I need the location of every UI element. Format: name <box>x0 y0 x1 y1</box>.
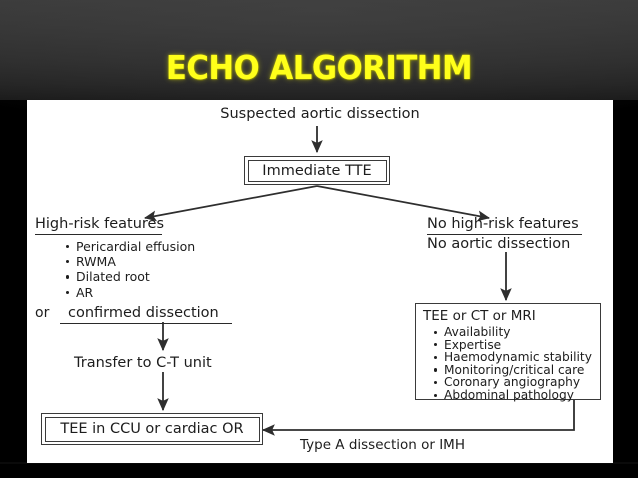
start-label: Suspected aortic dissection <box>220 106 420 122</box>
right-branch-heading-underline <box>427 234 582 236</box>
left-branch-heading-underline <box>35 234 162 236</box>
tee-ct-mri-bullets: Availability Expertise Haemodynamic stab… <box>432 326 592 402</box>
left-branch-heading: High-risk features <box>35 216 165 232</box>
tee-ct-mri-title: TEE or CT or MRI <box>423 308 536 324</box>
list-item: Dilated root <box>64 269 195 284</box>
transfer-step-label: Transfer to C-T unit <box>74 355 212 371</box>
flowchart-panel: Suspected aortic dissection Immediate TT… <box>27 100 613 463</box>
immediate-tte-box: Immediate TTE <box>244 156 390 185</box>
tee-ct-mri-box: TEE or CT or MRI Availability Expertise … <box>415 303 601 402</box>
flowchart-content: Suspected aortic dissection Immediate TT… <box>27 100 613 463</box>
list-item: Haemodynamic stability <box>432 351 592 364</box>
page-title: ECHO ALGORITHM <box>165 48 473 87</box>
slide-bottom-edge <box>0 462 638 464</box>
list-item: Abdominal pathology <box>432 389 592 402</box>
right-branch-subheading: No aortic dissection <box>427 236 571 252</box>
list-item: RWMA <box>64 254 195 269</box>
list-item: AR <box>64 285 195 300</box>
left-branch-bullets: Pericardial effusion RWMA Dilated root A… <box>64 239 195 300</box>
list-item: Availability <box>432 326 592 339</box>
list-item: Expertise <box>432 338 592 352</box>
or-prefix-label: or <box>35 305 50 321</box>
list-item: Pericardial effusion <box>64 239 195 254</box>
final-outcome-label: TEE in CCU or cardiac OR <box>60 421 244 437</box>
right-branch-heading: No high-risk features <box>427 216 579 232</box>
immediate-tte-label: Immediate TTE <box>262 162 372 179</box>
return-edge-label: Type A dissection or IMH <box>300 437 465 453</box>
slide-background-vignette <box>0 0 638 110</box>
list-item: Coronary angiography <box>432 376 592 389</box>
confirmed-dissection-underline <box>60 323 232 325</box>
confirmed-dissection-label: confirmed dissection <box>68 305 219 321</box>
final-outcome-box: TEE in CCU or cardiac OR <box>41 413 263 445</box>
list-item: Monitoring/critical care <box>432 364 592 377</box>
